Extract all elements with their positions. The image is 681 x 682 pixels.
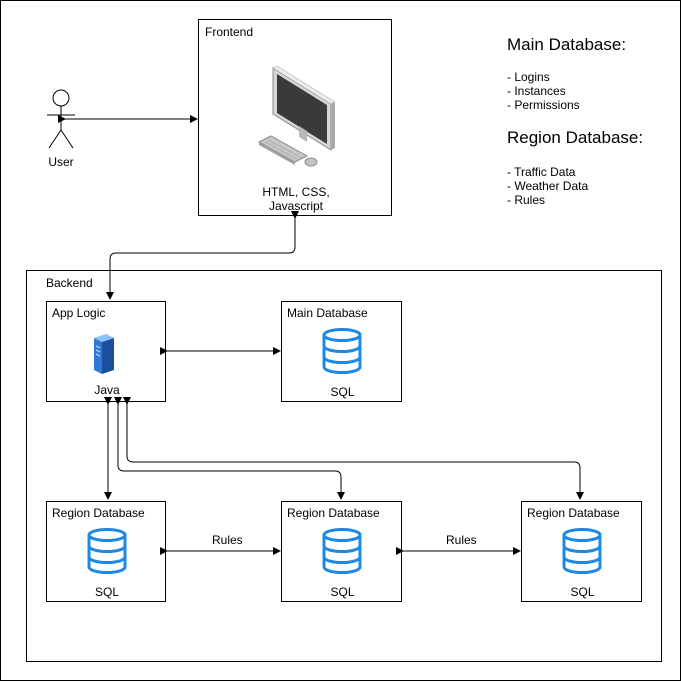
region-database-title: Region Database — [527, 506, 620, 520]
database-icon — [322, 328, 362, 374]
region-database-tech: SQL — [330, 585, 355, 599]
database-icon — [562, 528, 602, 574]
region-database-title: Region Database — [287, 506, 380, 520]
legend-main-item: - Instances — [507, 84, 566, 98]
region-database-box[interactable]: Region Database SQL — [281, 501, 402, 602]
legend-main-title: Main Database: — [507, 35, 627, 54]
legend-region-item: - Traffic Data — [507, 165, 576, 179]
main-database-box[interactable]: Main Database SQL — [281, 301, 402, 402]
database-icon — [322, 528, 362, 574]
legend-region-item: - Weather Data — [507, 179, 589, 193]
legend-region-item: - Rules — [507, 193, 546, 207]
desktop-computer-icon — [257, 66, 336, 167]
region-database-box[interactable]: Region Database SQL — [46, 501, 166, 602]
app-logic-box[interactable]: App Logic Java — [46, 301, 166, 402]
frontend-tech: HTML, CSS, Javascript — [262, 185, 330, 213]
backend-container[interactable]: Backend — [26, 270, 662, 662]
region-database-tech: SQL — [570, 585, 595, 599]
region-database-box[interactable]: Region Database SQL — [521, 501, 642, 602]
main-database-title: Main Database — [287, 306, 368, 320]
legend-main-item: - Logins — [507, 70, 550, 84]
server-icon — [94, 334, 114, 374]
frontend-title: Frontend — [205, 25, 254, 39]
frontend-box[interactable]: Frontend HTML, CSS, Javascript — [198, 19, 392, 216]
user-actor-icon[interactable] — [45, 88, 77, 152]
app-logic-title: App Logic — [52, 306, 106, 320]
legend-region-title: Region Database: — [507, 128, 644, 147]
app-logic-tech: Java — [94, 383, 120, 397]
region-database-title: Region Database — [52, 506, 145, 520]
frontend-applogic-connector — [106, 211, 299, 300]
edge-label-rules: Rules — [210, 533, 245, 547]
region-database-tech: SQL — [94, 585, 119, 599]
edge-label-rules: Rules — [444, 533, 479, 547]
legend-main-item: - Permissions — [507, 98, 580, 112]
applogic-region3-connector — [123, 397, 584, 500]
main-database-tech: SQL — [330, 385, 355, 399]
database-icon — [87, 528, 127, 574]
user-label: User — [48, 155, 74, 169]
backend-title: Backend — [46, 276, 93, 290]
